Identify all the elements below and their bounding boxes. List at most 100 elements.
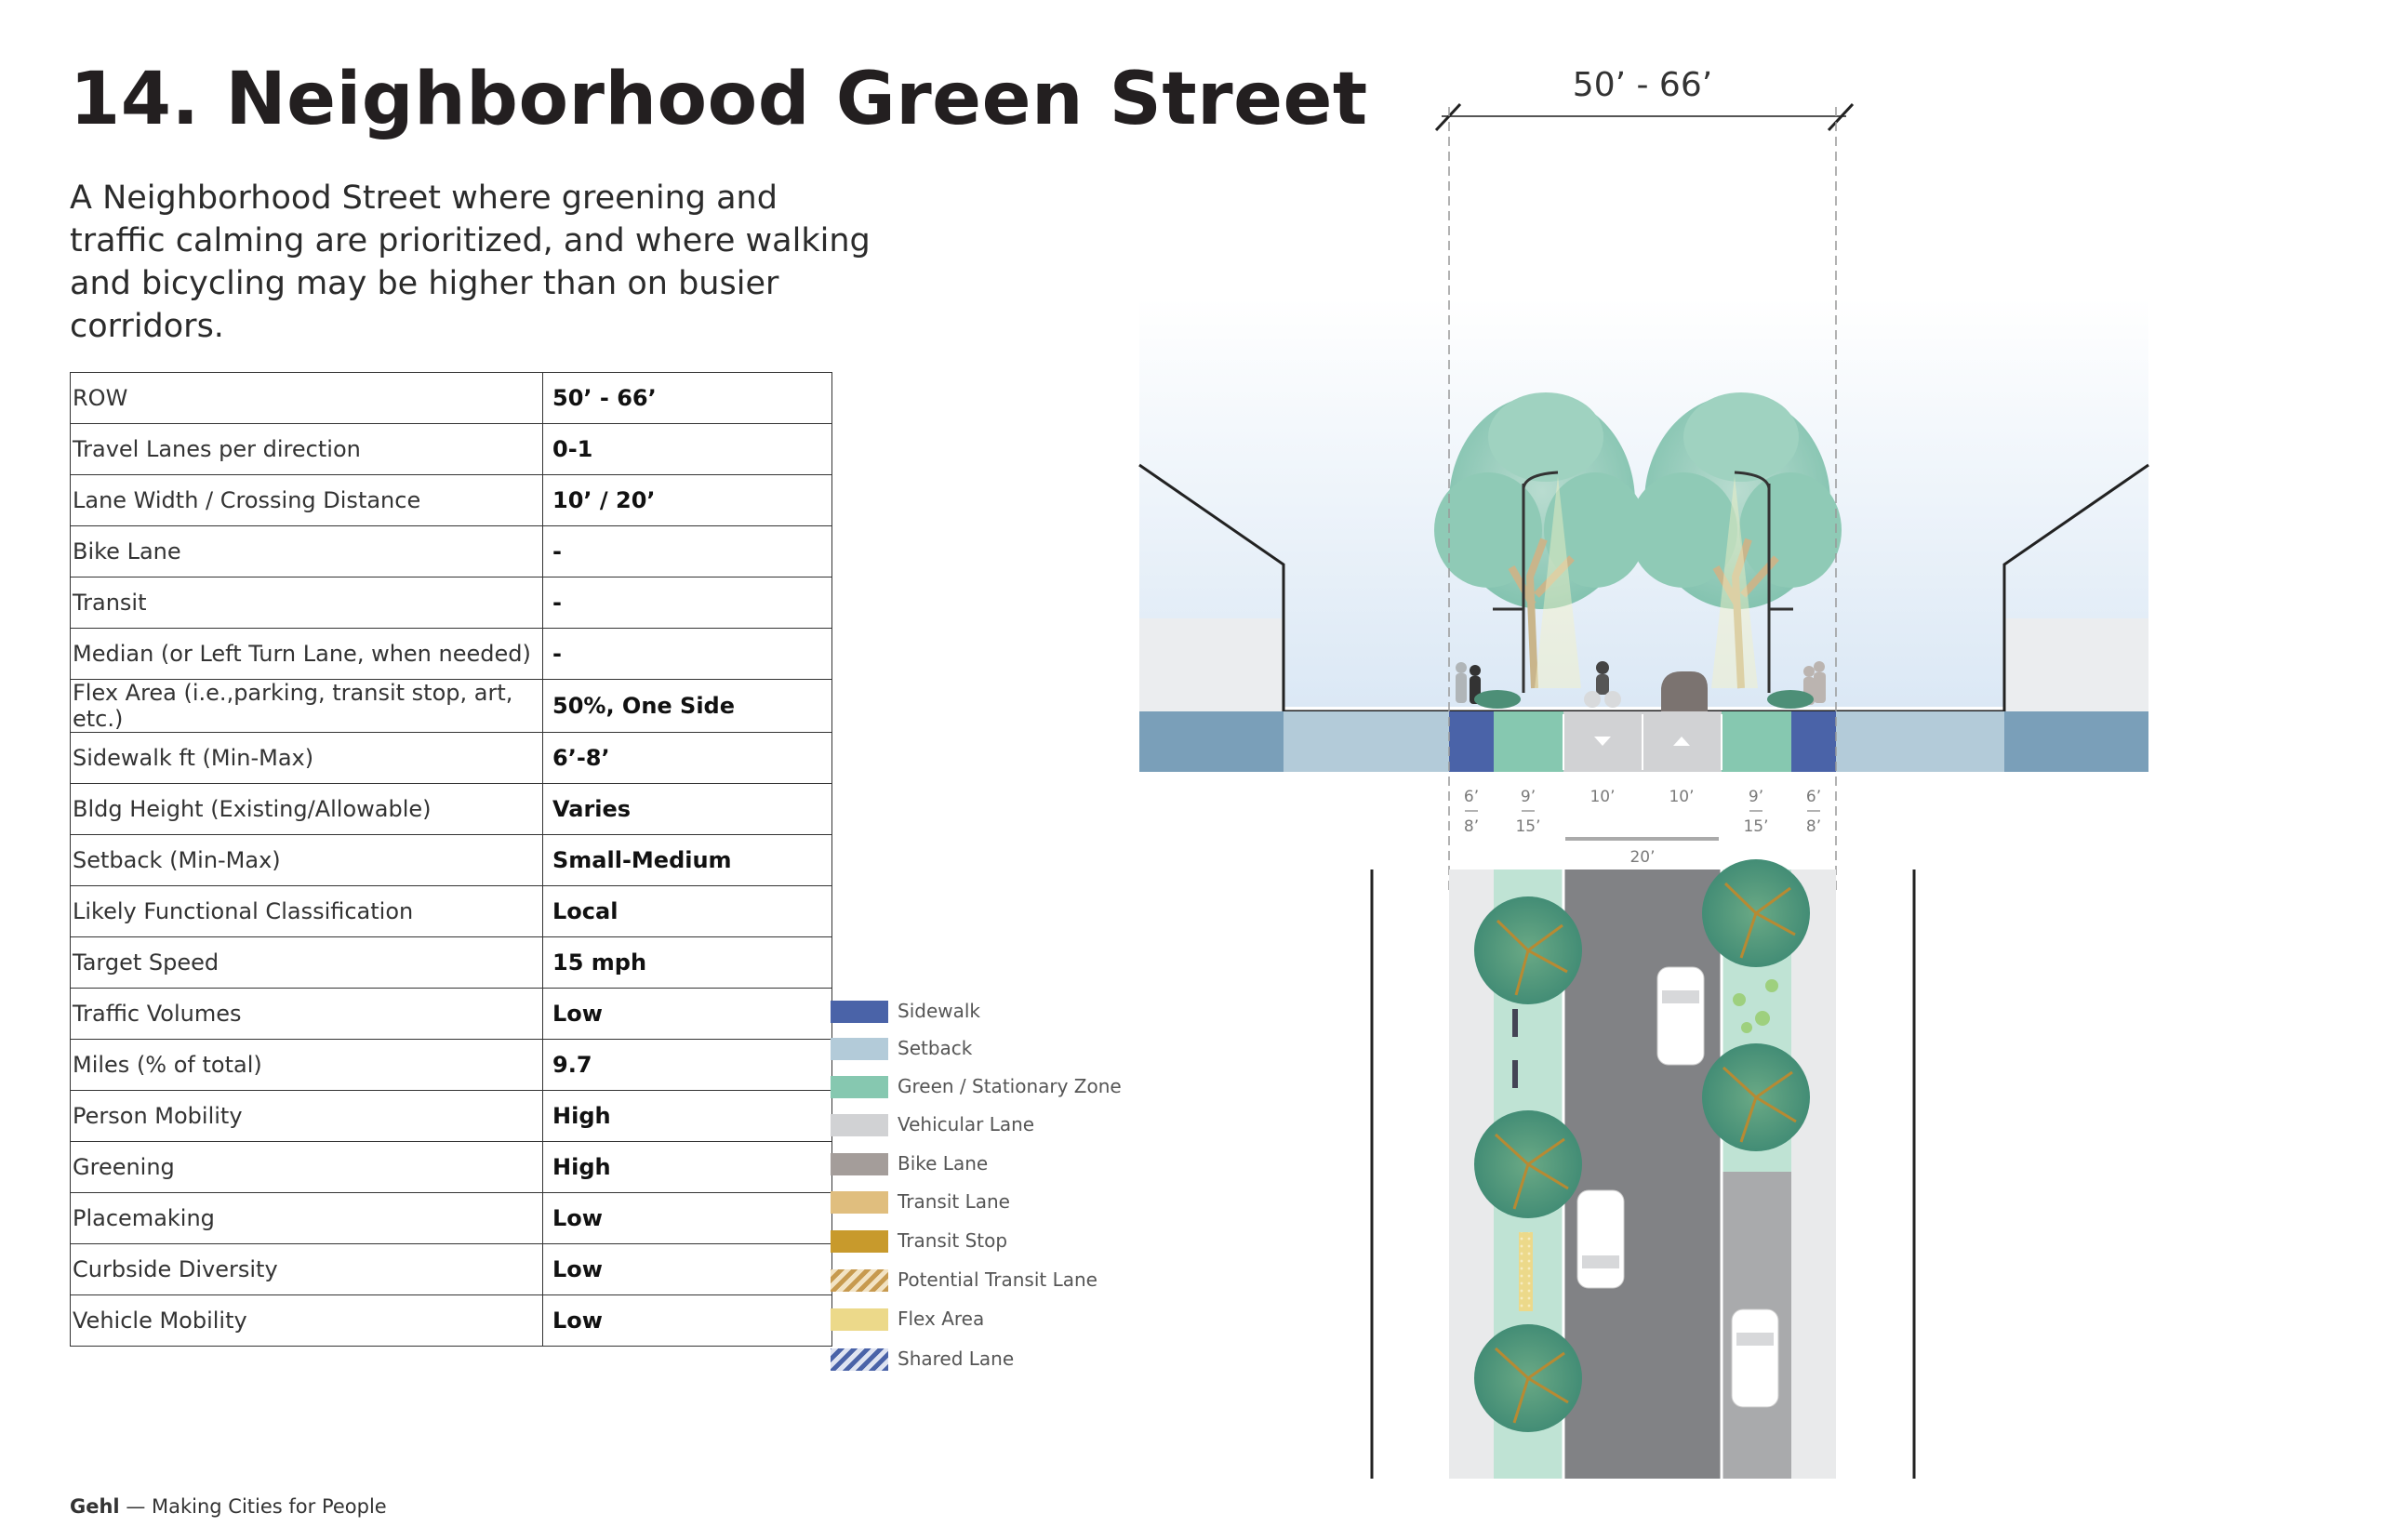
spec-row: Flex Area (i.e.,parking, transit stop, a… bbox=[70, 679, 832, 733]
legend-swatch bbox=[831, 1269, 888, 1292]
spec-label: Miles (% of total) bbox=[70, 1039, 543, 1091]
plan-tree-1 bbox=[1474, 896, 1582, 1004]
zone-building-right bbox=[2004, 711, 2148, 772]
spec-value: High bbox=[542, 1141, 832, 1193]
spec-value: Small-Medium bbox=[542, 834, 832, 886]
footer-tagline: — Making Cities for People bbox=[119, 1495, 387, 1518]
legend-label: Setback bbox=[898, 1037, 973, 1059]
plan-sidewalk-right bbox=[1791, 870, 1836, 1479]
zone-building-left bbox=[1139, 711, 1284, 772]
plan-planting bbox=[1733, 979, 1778, 1033]
spec-value: 6’-8’ bbox=[542, 732, 832, 784]
legend-swatch bbox=[831, 1076, 888, 1098]
plan-car-1 bbox=[1656, 966, 1705, 1066]
spec-label: ROW bbox=[70, 372, 543, 424]
width-sidewalk-left: 6’ bbox=[1464, 788, 1479, 806]
width-green-left-max: 15’ bbox=[1515, 817, 1540, 836]
building-left bbox=[1139, 618, 1284, 711]
spec-value: 50%, One Side bbox=[542, 679, 832, 733]
legend-swatch bbox=[831, 1230, 888, 1253]
width-green-left: 9’ bbox=[1521, 788, 1536, 806]
legend-item: Sidewalk bbox=[831, 999, 1128, 1027]
page-title: 14. Neighborhood Green Street bbox=[70, 58, 1368, 141]
zone-sidewalk-right bbox=[1791, 711, 1836, 772]
legend-label: Green / Stationary Zone bbox=[898, 1075, 1122, 1097]
spec-value: - bbox=[542, 628, 832, 680]
spec-label: Lane Width / Crossing Distance bbox=[70, 474, 543, 526]
spec-row: Median (or Left Turn Lane, when needed)- bbox=[70, 628, 832, 680]
legend-label: Vehicular Lane bbox=[898, 1113, 1035, 1135]
plan-tree-2 bbox=[1474, 1110, 1582, 1218]
spec-value: 15 mph bbox=[542, 936, 832, 989]
spec-label: Vehicle Mobility bbox=[70, 1294, 543, 1347]
legend-label: Sidewalk bbox=[898, 1000, 981, 1022]
spec-label: Flex Area (i.e.,parking, transit stop, a… bbox=[70, 679, 543, 733]
light-cone-right bbox=[1711, 476, 1758, 688]
crossing-distance-label: 20’ bbox=[1629, 848, 1655, 867]
spec-row: Setback (Min-Max)Small-Medium bbox=[70, 834, 832, 886]
spec-label: Likely Functional Classification bbox=[70, 885, 543, 937]
tree-left bbox=[1434, 392, 1646, 689]
light-cone-left bbox=[1535, 476, 1581, 688]
spec-value: 10’ / 20’ bbox=[542, 474, 832, 526]
spec-label: Placemaking bbox=[70, 1192, 543, 1244]
plan-tree-4 bbox=[1702, 859, 1810, 967]
spec-value: Low bbox=[542, 1294, 832, 1347]
spec-value: Low bbox=[542, 988, 832, 1040]
legend-item: Vehicular Lane bbox=[831, 1112, 1128, 1140]
building-right bbox=[2004, 618, 2148, 711]
footer-brand: Gehl bbox=[70, 1495, 120, 1518]
plan-car-2 bbox=[1576, 1189, 1625, 1289]
spec-value: Low bbox=[542, 1243, 832, 1295]
legend-swatch bbox=[831, 1001, 888, 1023]
legend-swatch bbox=[831, 1308, 888, 1331]
legend-item: Bike Lane bbox=[831, 1151, 1128, 1179]
building-outline-left bbox=[1138, 463, 1285, 711]
row-width-label: 50’ - 66’ bbox=[1573, 66, 1712, 104]
legend-swatch bbox=[831, 1114, 888, 1136]
spec-label: Bldg Height (Existing/Allowable) bbox=[70, 783, 543, 835]
spec-value: 9.7 bbox=[542, 1039, 832, 1091]
legend-item: Transit Stop bbox=[831, 1228, 1128, 1256]
spec-label: Curbside Diversity bbox=[70, 1243, 543, 1295]
footer: Gehl — Making Cities for People bbox=[70, 1495, 387, 1518]
street-light-left bbox=[1493, 471, 1559, 693]
spec-row: Miles (% of total)9.7 bbox=[70, 1039, 832, 1091]
plan-tree-5 bbox=[1702, 1043, 1810, 1151]
street-light-right bbox=[1734, 471, 1793, 693]
spec-value: - bbox=[542, 525, 832, 578]
legend-label: Transit Stop bbox=[898, 1229, 1008, 1252]
width-sidewalk-right-max: 8’ bbox=[1806, 817, 1821, 836]
plan-car-3 bbox=[1731, 1308, 1779, 1408]
legend-label: Shared Lane bbox=[898, 1348, 1015, 1370]
tree-right bbox=[1629, 392, 1842, 689]
spec-label: Setback (Min-Max) bbox=[70, 834, 543, 886]
legend-label: Flex Area bbox=[898, 1308, 985, 1330]
planters bbox=[1474, 690, 1814, 709]
spec-row: Bike Lane- bbox=[70, 525, 832, 578]
legend-swatch bbox=[831, 1348, 888, 1371]
plan-flex-area bbox=[1519, 1232, 1533, 1311]
spec-value: Local bbox=[542, 885, 832, 937]
spec-label: Greening bbox=[70, 1141, 543, 1193]
spec-label: Transit bbox=[70, 577, 543, 629]
legend-item: Transit Lane bbox=[831, 1189, 1128, 1217]
plan-tree-3 bbox=[1474, 1324, 1582, 1432]
legend-swatch bbox=[831, 1153, 888, 1175]
spec-value: - bbox=[542, 577, 832, 629]
zone-sidewalk-left bbox=[1449, 711, 1494, 772]
plan-vehicular-lanes bbox=[1563, 870, 1722, 1479]
spec-label: Person Mobility bbox=[70, 1090, 543, 1142]
